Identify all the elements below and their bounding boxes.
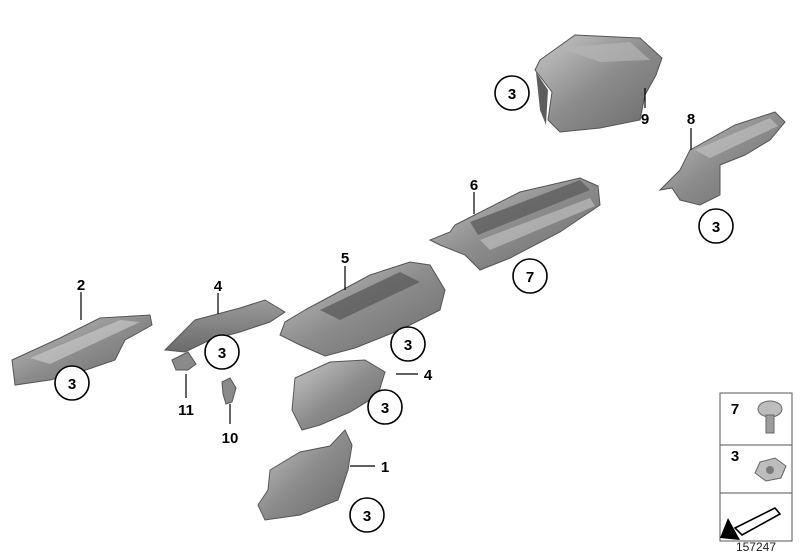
nut-icon xyxy=(754,457,787,482)
legend-label-screw: 7 xyxy=(731,401,739,418)
heat-shield-2 xyxy=(11,314,153,386)
svg-text:3: 3 xyxy=(218,345,226,362)
legend-label-nut: 3 xyxy=(731,448,739,465)
callout-circle-3-left: 3 xyxy=(204,334,240,370)
screw-icon xyxy=(757,400,783,434)
callout-11: 11 xyxy=(178,402,194,419)
bracket-11 xyxy=(171,351,197,371)
heat-shield-1 xyxy=(257,429,353,521)
callout-circle-3-mid: 3 xyxy=(390,326,426,362)
diagram-id: 157247 xyxy=(735,540,776,554)
orientation-arrow-icon xyxy=(720,507,782,540)
svg-text:3: 3 xyxy=(712,219,720,236)
callout-10: 10 xyxy=(222,430,239,447)
svg-text:3: 3 xyxy=(508,86,516,103)
callout-9: 9 xyxy=(641,111,649,128)
heat-shield-6 xyxy=(428,177,601,271)
callout-2: 2 xyxy=(77,277,85,294)
callout-6: 6 xyxy=(470,177,478,194)
callout-circle-7: 7 xyxy=(512,258,548,294)
heat-shield-8 xyxy=(658,111,786,206)
callout-circle-3-top: 3 xyxy=(494,75,530,111)
svg-text:3: 3 xyxy=(363,508,371,525)
callout-circle-3-far-left: 3 xyxy=(54,365,90,401)
svg-text:3: 3 xyxy=(404,337,412,354)
bracket-10 xyxy=(221,377,237,405)
callout-circle-3-right: 3 xyxy=(698,208,734,244)
callout-circle-3-bottom: 3 xyxy=(349,497,385,533)
callout-1: 1 xyxy=(381,459,389,476)
heat-shield-9 xyxy=(534,34,663,133)
callout-4-upper: 4 xyxy=(214,278,223,295)
heat-shield-4-lower xyxy=(291,359,386,431)
callout-4-lower: 4 xyxy=(424,367,433,384)
callout-8: 8 xyxy=(687,111,695,128)
legend-panel: 7 3 xyxy=(719,392,793,542)
callout-5: 5 xyxy=(341,250,349,267)
svg-text:3: 3 xyxy=(381,400,389,417)
svg-text:7: 7 xyxy=(526,269,534,286)
callout-circle-3-lower: 3 xyxy=(367,389,403,425)
svg-text:3: 3 xyxy=(68,376,76,393)
